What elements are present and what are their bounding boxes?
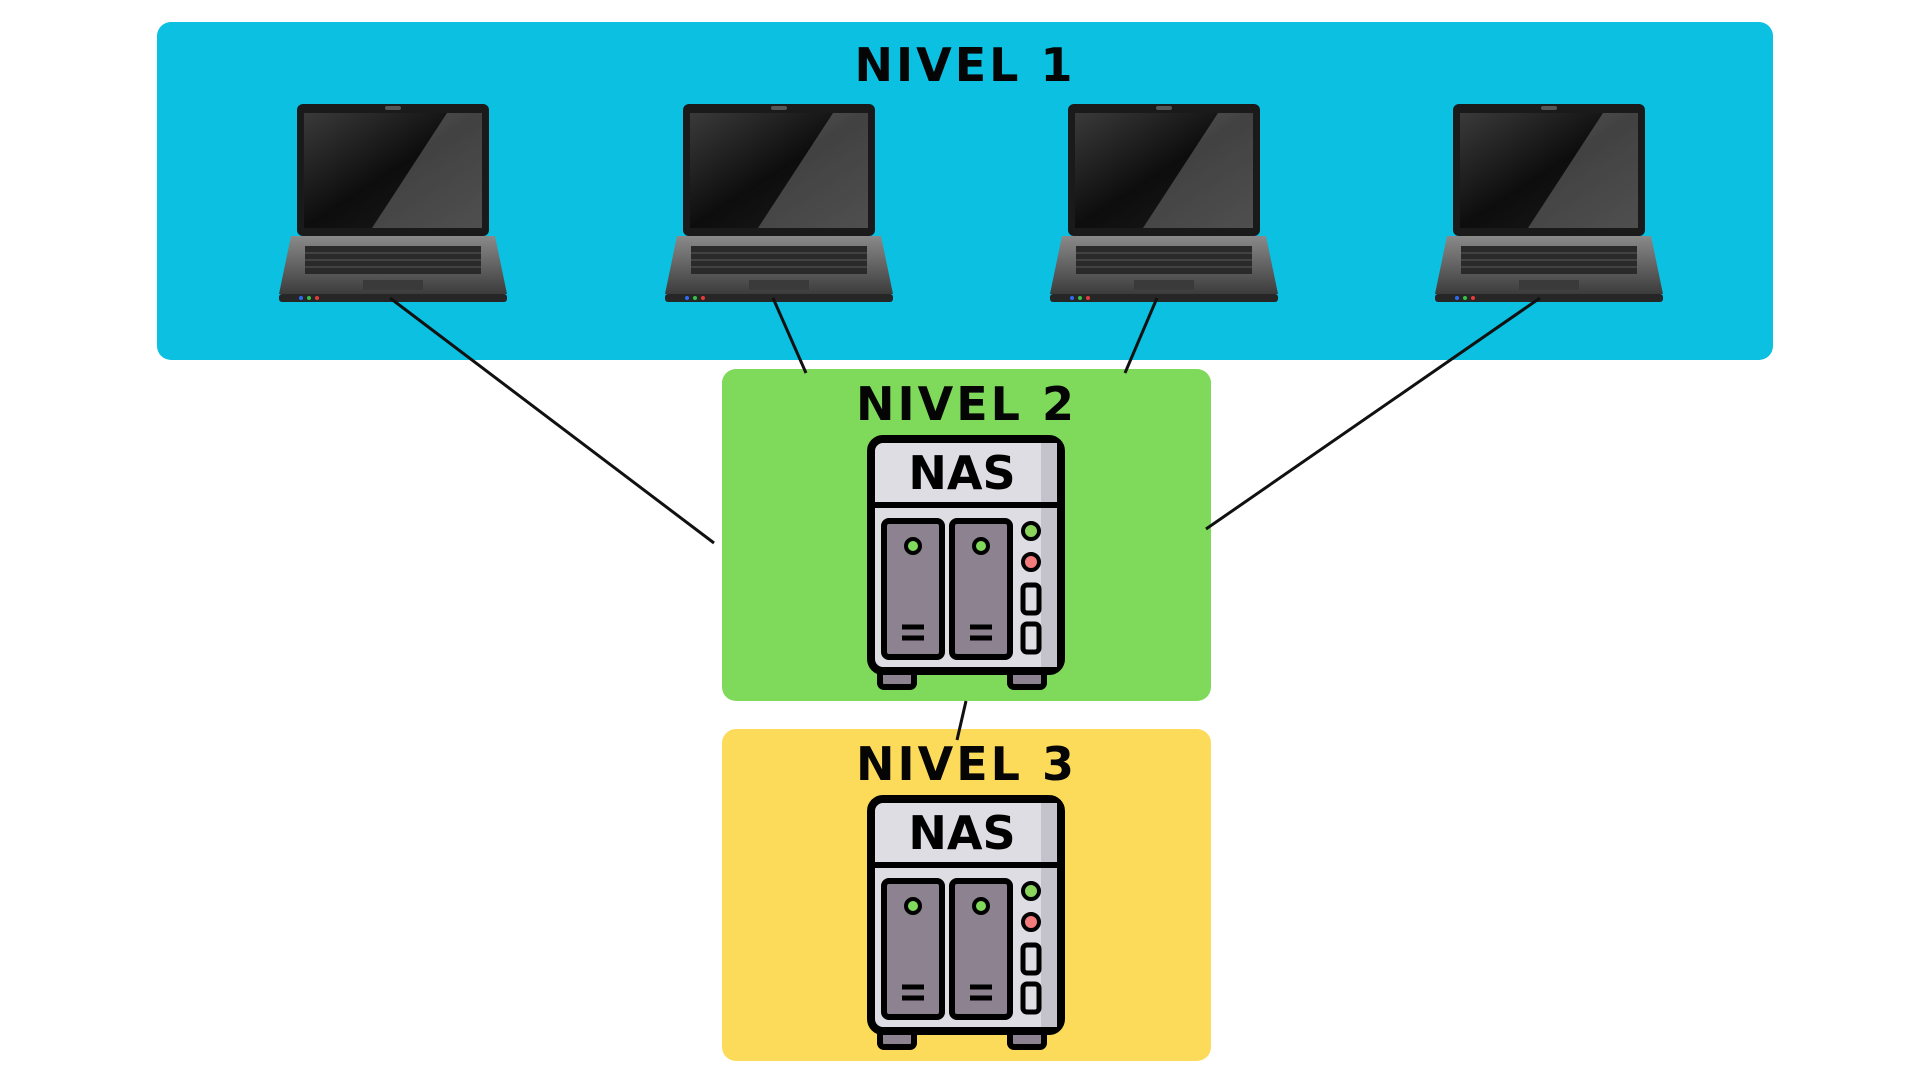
level-1-title: NIVEL 1	[854, 38, 1076, 92]
laptop-icon	[663, 100, 895, 320]
nas-label: NAS	[908, 446, 1015, 500]
level-1-panel: NIVEL 1	[157, 22, 1773, 360]
nas-icon: NAS	[866, 795, 1066, 1051]
laptop-icon	[277, 100, 509, 320]
level-3-title: NIVEL 3	[856, 737, 1077, 791]
nas-icon: NAS	[866, 435, 1066, 691]
nas-label: NAS	[908, 806, 1015, 860]
level-2-title: NIVEL 2	[856, 377, 1077, 431]
laptop-icon	[1048, 100, 1280, 320]
level-3-panel: NIVEL 3 NAS	[722, 729, 1211, 1061]
laptop-icon	[1433, 100, 1665, 320]
level-2-panel: NIVEL 2 NAS	[722, 369, 1211, 701]
